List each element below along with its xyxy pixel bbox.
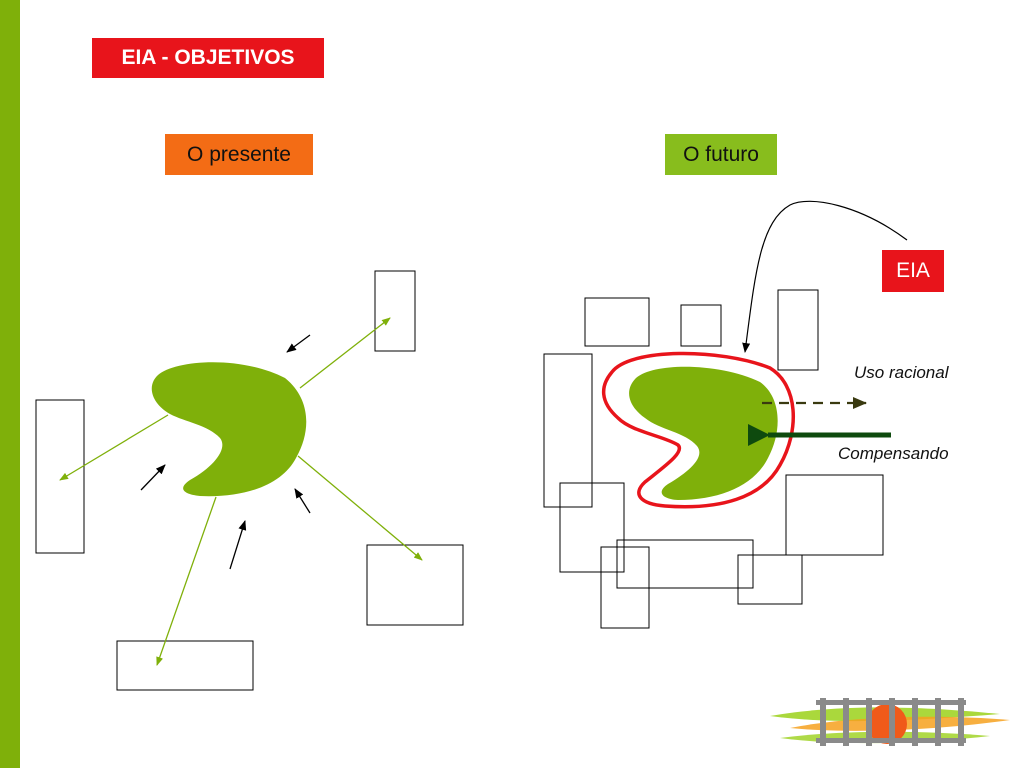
future-label: O futuro [665, 134, 777, 175]
railway-track-sun-logo [770, 698, 1010, 746]
eia-tag: EIA [882, 250, 944, 292]
arrow-to-box-left [59, 414, 169, 481]
pressure-arrow-bottom-right [294, 488, 311, 514]
present-blob [151, 362, 307, 497]
future-box-7 [600, 546, 650, 629]
present-box-left [35, 399, 85, 554]
eia-boundary [602, 351, 796, 509]
present-label: O presente [165, 134, 313, 175]
future-box-3 [777, 289, 819, 371]
present-box-right-bottom [366, 544, 464, 626]
accent-bar [0, 0, 20, 768]
pressure-arrow-top [286, 334, 311, 353]
present-box-right-top [374, 270, 416, 352]
future-box-1 [584, 297, 650, 347]
arrow-to-box-bottom [156, 496, 217, 666]
pressure-arrow-bottom [229, 520, 247, 570]
rational-use-label: Uso racional [854, 363, 949, 382]
present-diagram [35, 270, 464, 691]
arrow-to-box-right-top [299, 317, 391, 389]
future-diagram [543, 200, 908, 629]
compensating-label: Compensando [838, 444, 949, 463]
slide-title: EIA - OBJETIVOS [92, 38, 324, 78]
future-box-6 [616, 539, 754, 589]
future-box-5 [559, 482, 625, 573]
future-blob [629, 366, 778, 500]
future-box-2 [680, 304, 722, 347]
future-box-4 [543, 353, 593, 508]
future-box-8 [737, 554, 803, 605]
present-box-bottom [116, 640, 254, 691]
future-box-9 [785, 474, 884, 556]
pressure-arrow-left [140, 464, 166, 491]
arrow-to-box-right-bottom [297, 455, 423, 561]
eia-connector [742, 200, 908, 353]
